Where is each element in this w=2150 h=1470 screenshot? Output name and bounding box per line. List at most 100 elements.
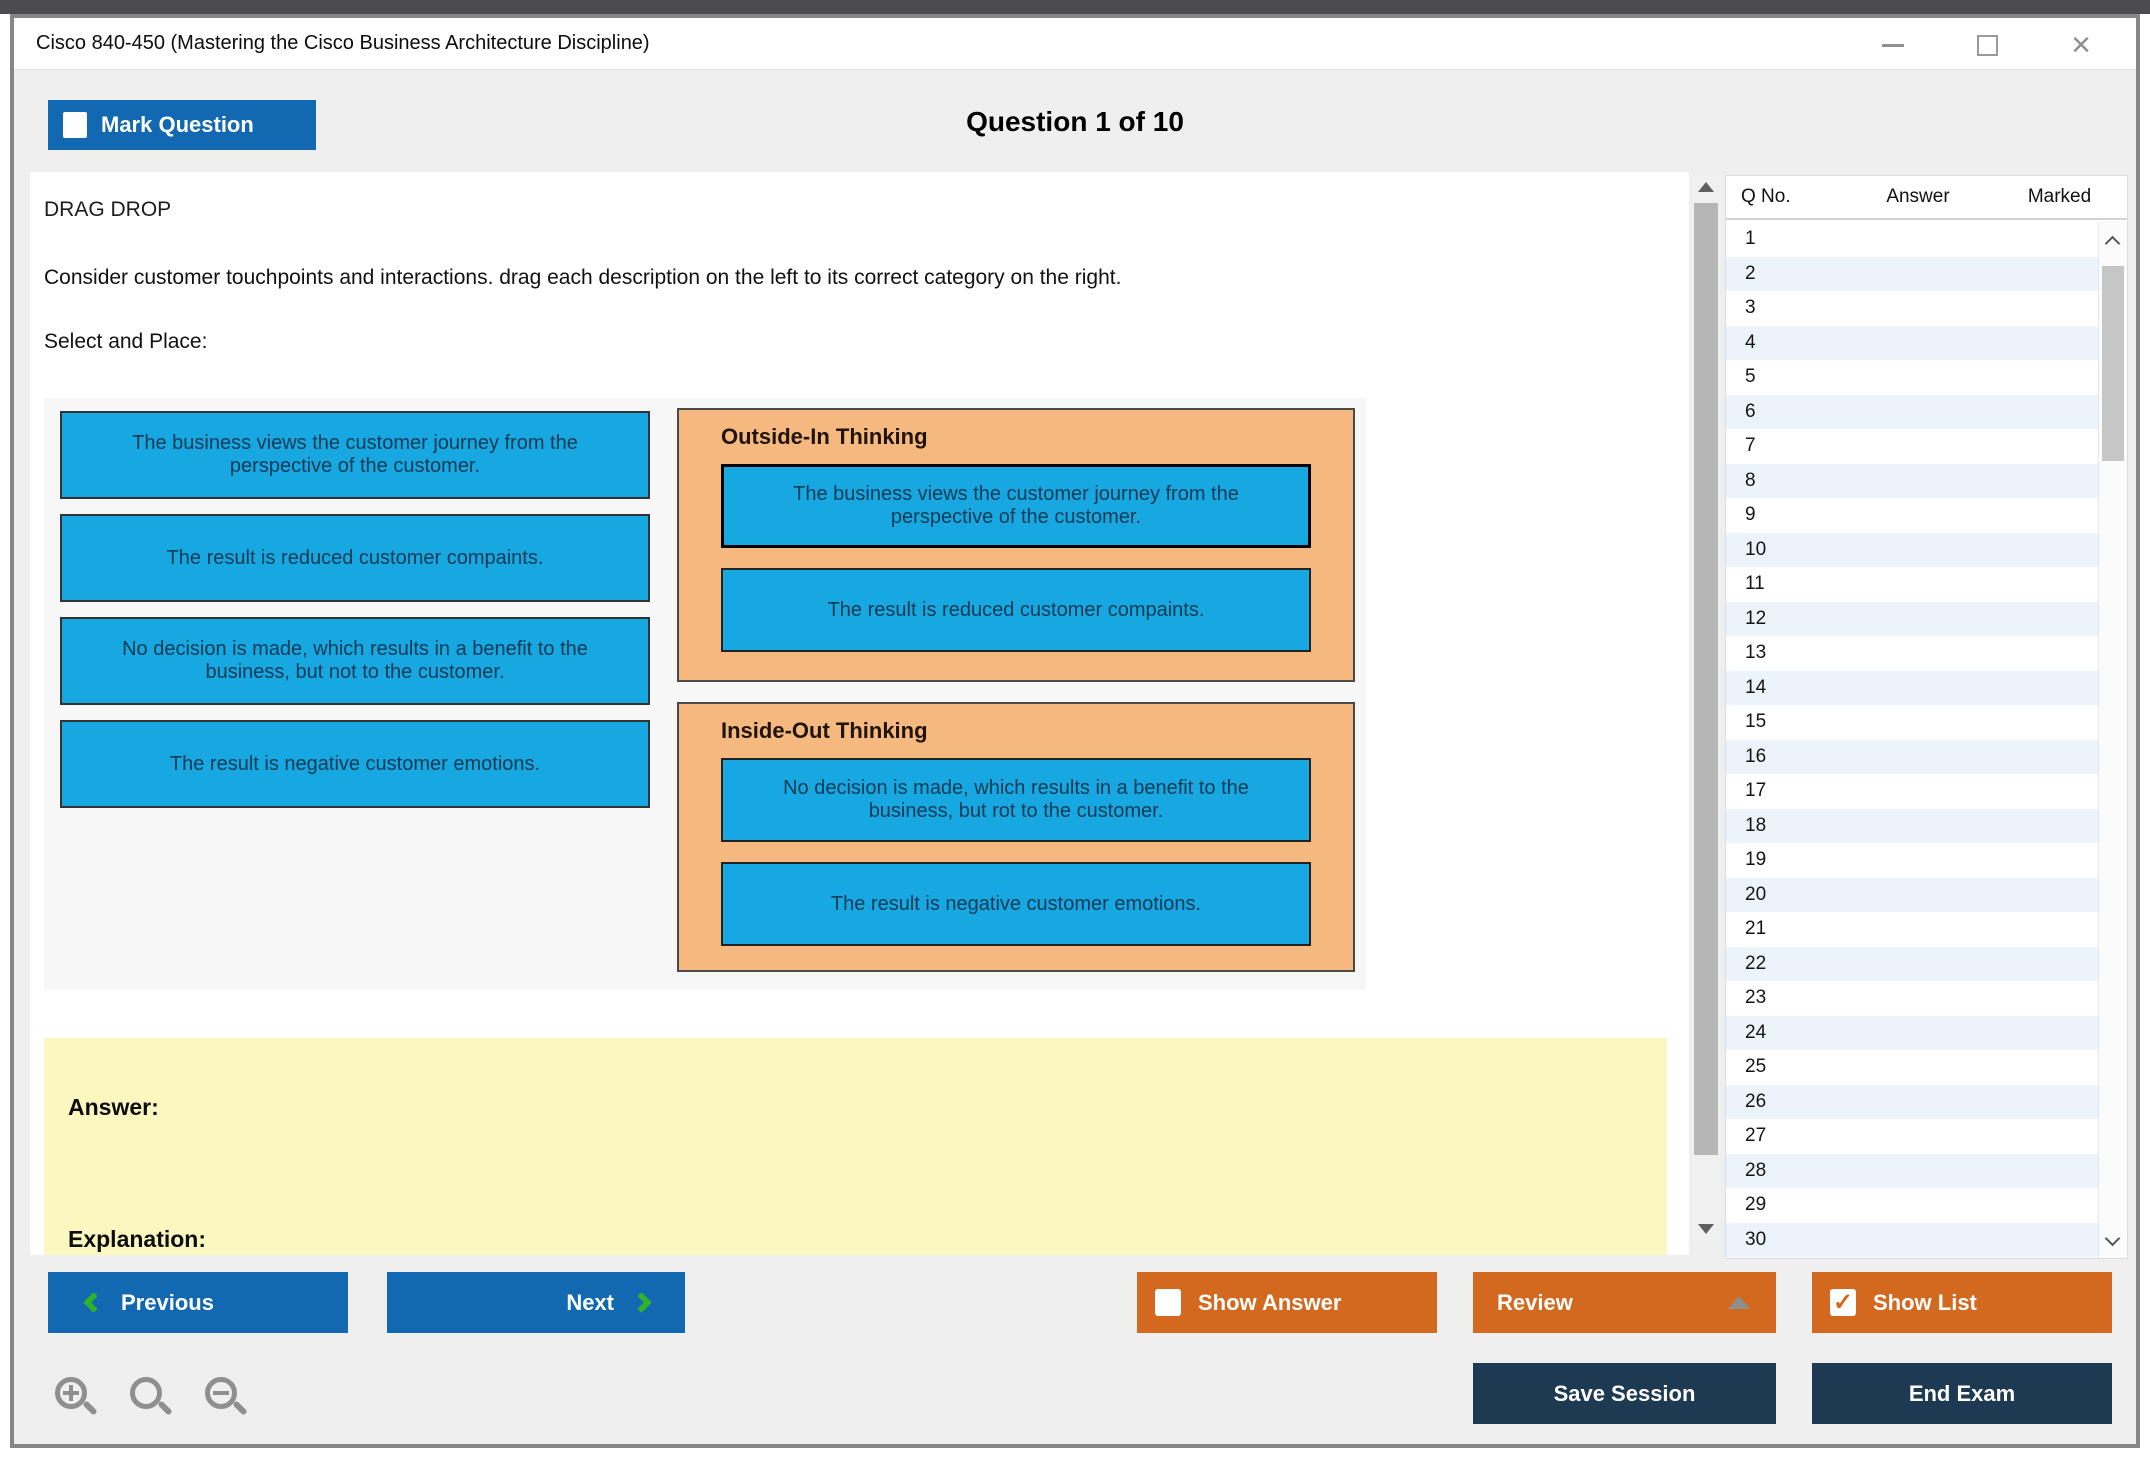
maximize-button[interactable] [1972, 30, 2002, 60]
qlist-row-30[interactable]: 30 [1726, 1222, 2098, 1257]
review-label: Review [1497, 1289, 1573, 1315]
mark-question-checkbox[interactable] [63, 112, 87, 138]
drag-item-2[interactable]: The result is reduced customer compaints… [60, 514, 650, 602]
qlist-row-15[interactable]: 15 [1726, 705, 2098, 740]
placed-item-1-2[interactable]: The result is reduced customer compaints… [721, 568, 1311, 652]
qlist-row-number: 29 [1745, 1194, 1767, 1216]
qlist-row-number: 1 [1745, 228, 1756, 250]
select-and-place-label: Select and Place: [44, 330, 208, 353]
drag-item-1[interactable]: The business views the customer journey … [60, 411, 650, 499]
qlist-row-13[interactable]: 13 [1726, 636, 2098, 671]
qlist-row-16[interactable]: 16 [1726, 739, 2098, 774]
show-answer-checkbox[interactable] [1155, 1289, 1181, 1316]
qlist-row-number: 15 [1745, 711, 1767, 733]
question-counter: Question 1 of 10 [966, 106, 1184, 137]
qlist-row-number: 8 [1745, 469, 1756, 491]
placed-item-2-1[interactable]: No decision is made, which results in a … [721, 758, 1311, 842]
qlist-row-7[interactable]: 7 [1726, 429, 2098, 464]
sidebar-scroll-down-icon[interactable] [2104, 1230, 2121, 1247]
titlebar: Cisco 840-450 (Mastering the Cisco Busin… [14, 18, 2136, 70]
scroll-down-arrow-icon[interactable] [1698, 1224, 1714, 1234]
show-list-checkbox[interactable]: ✓ [1830, 1289, 1856, 1316]
qlist-row-29[interactable]: 29 [1726, 1188, 2098, 1223]
qlist-row-number: 26 [1745, 1090, 1767, 1112]
qlist-row-number: 4 [1745, 331, 1756, 353]
qlist-row-1[interactable]: 1 [1726, 222, 2098, 257]
qlist-row-11[interactable]: 11 [1726, 567, 2098, 602]
qlist-row-26[interactable]: 26 [1726, 1084, 2098, 1119]
show-list-button[interactable]: ✓ Show List [1812, 1272, 2112, 1333]
qlist-row-12[interactable]: 12 [1726, 601, 2098, 636]
main-scrollbar-thumb[interactable] [1694, 203, 1718, 1155]
qlist-row-number: 18 [1745, 814, 1767, 836]
qlist-row-number: 13 [1745, 642, 1767, 664]
minimize-button[interactable] [1878, 30, 1908, 60]
qlist-row-21[interactable]: 21 [1726, 912, 2098, 947]
qlist-row-6[interactable]: 6 [1726, 394, 2098, 429]
qlist-row-9[interactable]: 9 [1726, 498, 2098, 533]
save-session-label: Save Session [1553, 1380, 1696, 1406]
qlist-row-14[interactable]: 14 [1726, 670, 2098, 705]
drop-category-inside-out[interactable]: Inside-Out Thinking No decision is made,… [677, 702, 1355, 972]
qlist-row-22[interactable]: 22 [1726, 946, 2098, 981]
qlist-row-2[interactable]: 2 [1726, 256, 2098, 291]
end-exam-button[interactable]: End Exam [1812, 1363, 2112, 1424]
answer-label: Answer: [68, 1094, 159, 1120]
end-exam-label: End Exam [1908, 1380, 2016, 1406]
qlist-row-number: 16 [1745, 745, 1767, 767]
show-list-label: Show List [1873, 1289, 1977, 1315]
qlist-row-number: 7 [1745, 435, 1756, 457]
qlist-row-8[interactable]: 8 [1726, 463, 2098, 498]
sidebar-scrollbar-thumb[interactable] [2102, 266, 2124, 461]
qlist-row-4[interactable]: 4 [1726, 325, 2098, 360]
zoom-toolbar [52, 1374, 250, 1422]
placed-item-2-2[interactable]: The result is negative customer emotions… [721, 862, 1311, 946]
qlist-row-number: 12 [1745, 607, 1767, 629]
qlist-row-25[interactable]: 25 [1726, 1050, 2098, 1085]
qlist-row-27[interactable]: 27 [1726, 1119, 2098, 1154]
qlist-row-18[interactable]: 18 [1726, 808, 2098, 843]
sidebar-scrollbar[interactable] [2098, 222, 2127, 1258]
qlist-row-3[interactable]: 3 [1726, 291, 2098, 326]
close-button[interactable]: × [2066, 28, 2096, 62]
explanation-label: Explanation: [68, 1226, 207, 1252]
main-scrollbar[interactable] [1692, 175, 1720, 1241]
qlist-row-28[interactable]: 28 [1726, 1153, 2098, 1188]
show-answer-button[interactable]: Show Answer [1137, 1272, 1437, 1333]
minus-bar [213, 1391, 229, 1395]
qlist-row-number: 21 [1745, 918, 1767, 940]
question-prompt: Consider customer touchpoints and intera… [44, 266, 1122, 289]
save-session-button[interactable]: Save Session [1473, 1363, 1776, 1424]
drag-item-3[interactable]: No decision is made, which results in a … [60, 617, 650, 705]
category-title: Outside-In Thinking [721, 424, 928, 449]
review-button[interactable]: Review [1473, 1272, 1776, 1333]
qlist-row-number: 23 [1745, 987, 1767, 1009]
qlist-row-10[interactable]: 10 [1726, 532, 2098, 567]
drag-drop-exhibit: The business views the customer journey … [44, 398, 1366, 990]
placed-item-1-1[interactable]: The business views the customer journey … [721, 464, 1311, 548]
qlist-row-20[interactable]: 20 [1726, 877, 2098, 912]
category-title: Inside-Out Thinking [721, 718, 928, 743]
drag-source-list: The business views the customer journey … [60, 411, 650, 808]
column-marked: Marked [2027, 186, 2092, 207]
zoom-out-icon[interactable] [202, 1374, 250, 1422]
zoom-in-icon[interactable] [52, 1374, 100, 1422]
previous-button[interactable]: Previous [48, 1272, 348, 1333]
sidebar-scroll-up-icon[interactable] [2104, 235, 2121, 252]
qlist-row-number: 20 [1745, 883, 1767, 905]
drag-item-4[interactable]: The result is negative customer emotions… [60, 720, 650, 808]
qlist-row-23[interactable]: 23 [1726, 981, 2098, 1016]
qlist-row-5[interactable]: 5 [1726, 360, 2098, 395]
next-button[interactable]: Next [387, 1272, 685, 1333]
scroll-up-arrow-icon[interactable] [1698, 182, 1714, 192]
qlist-row-19[interactable]: 19 [1726, 843, 2098, 878]
drop-category-outside-in[interactable]: Outside-In Thinking The business views t… [677, 408, 1355, 682]
qlist-row-17[interactable]: 17 [1726, 774, 2098, 809]
checkmark-icon: ✓ [1832, 1288, 1854, 1316]
column-answer: Answer [1886, 186, 1950, 207]
mark-question-button[interactable]: Mark Question [48, 100, 316, 150]
qlist-row-number: 10 [1745, 538, 1767, 560]
qlist-row-24[interactable]: 24 [1726, 1015, 2098, 1050]
magnifier-icon[interactable] [127, 1374, 175, 1422]
